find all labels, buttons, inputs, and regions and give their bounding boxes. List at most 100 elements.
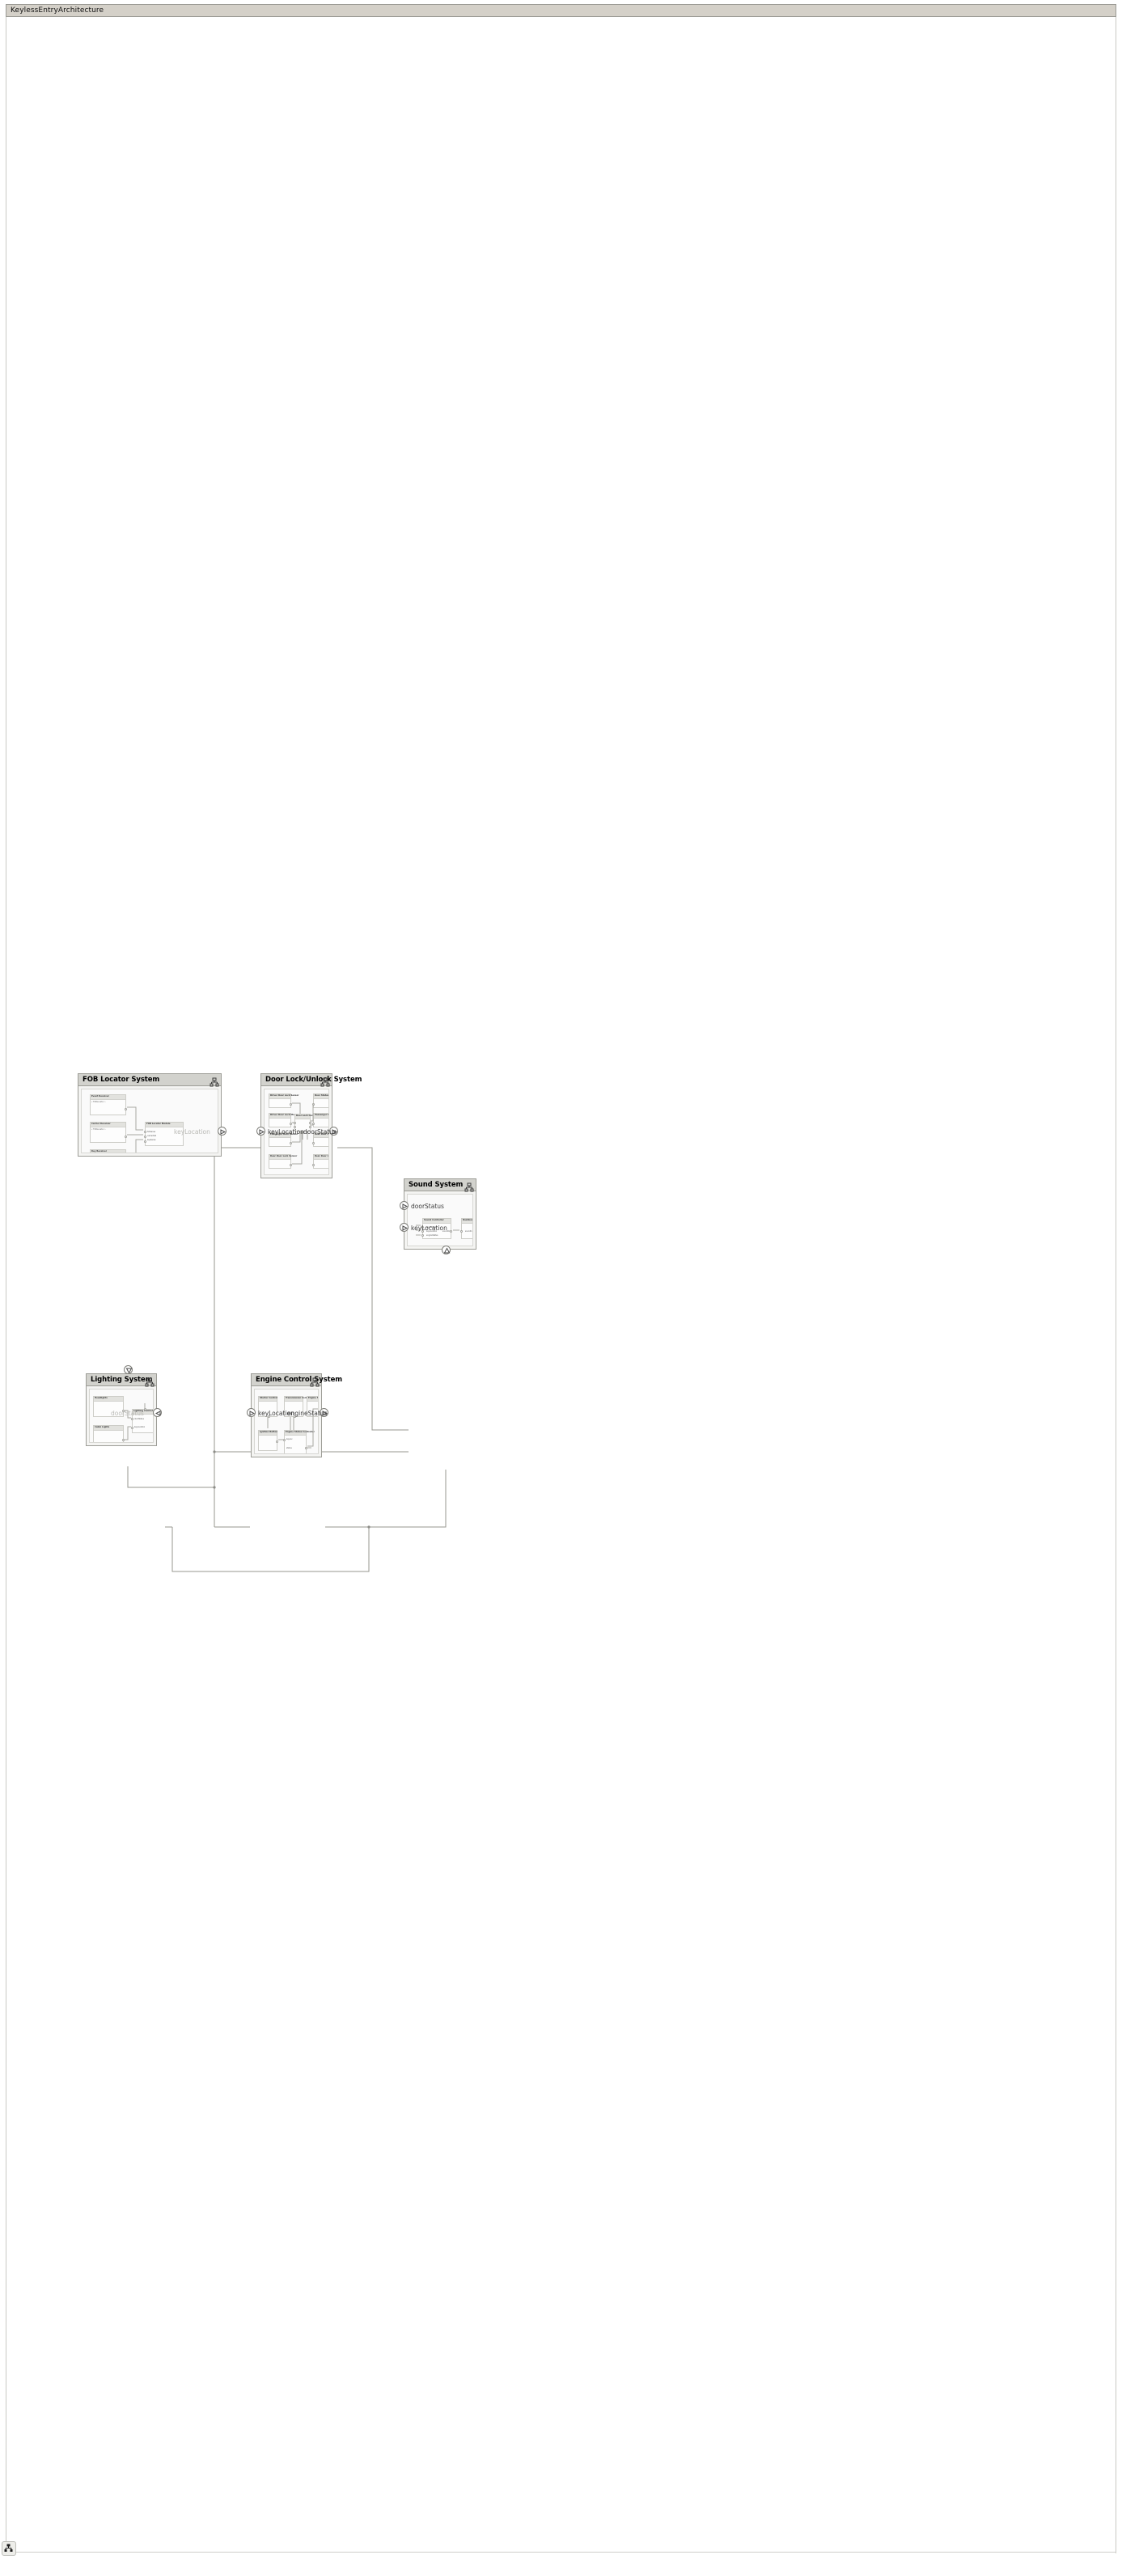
part-title: Sound Controller bbox=[424, 1219, 444, 1221]
part-port-label: keySense bbox=[147, 1139, 156, 1141]
block-title: FOB Locator System bbox=[83, 1076, 160, 1084]
port-lighting-doorstatus[interactable] bbox=[153, 1408, 162, 1417]
inner-connectors bbox=[292, 1102, 314, 1165]
part-port[interactable] bbox=[290, 1142, 292, 1144]
part-box[interactable]: Passenger Door Motor bbox=[312, 1113, 328, 1127]
block-title: Lighting System bbox=[91, 1376, 153, 1384]
part-port[interactable] bbox=[309, 1122, 311, 1124]
part-port-label: status bbox=[286, 1447, 292, 1449]
part-port[interactable] bbox=[290, 1123, 292, 1125]
part-box[interactable]: Door Lock Controller bbox=[294, 1114, 320, 1131]
part-box[interactable]: FOB Locator Module fobSense carrierDet k… bbox=[144, 1122, 184, 1146]
part-port[interactable] bbox=[421, 1234, 424, 1237]
part-port[interactable] bbox=[144, 1131, 146, 1133]
diagram-canvas[interactable]: FOB Locator System Event Receiver « FOBL… bbox=[6, 17, 1116, 2553]
part-port[interactable] bbox=[122, 1439, 125, 1441]
port-sound-enginestatus[interactable] bbox=[442, 1246, 451, 1254]
port-fob-keylocation[interactable] bbox=[218, 1127, 227, 1136]
part-port[interactable] bbox=[122, 1410, 125, 1412]
part-box[interactable]: Passenger Door Sensor bbox=[269, 1132, 298, 1147]
part-box[interactable]: Rear Door Unlock Motor bbox=[312, 1154, 328, 1169]
part-title: Key Receiver bbox=[91, 1150, 107, 1153]
window-title: KeylessEntryArchitecture bbox=[11, 6, 104, 15]
part-port[interactable] bbox=[290, 1164, 292, 1166]
part-box[interactable]: Lighting Controller doorStatus keyLocati… bbox=[131, 1408, 154, 1433]
part-title: Lighting Controller bbox=[133, 1410, 154, 1412]
part-port[interactable] bbox=[312, 1164, 315, 1166]
part-box[interactable]: Key Receiver « FOBLocator » bbox=[90, 1149, 126, 1153]
port-door-doorstatus[interactable] bbox=[329, 1127, 338, 1136]
part-port[interactable] bbox=[309, 1126, 311, 1128]
part-title: FOB Locator Module bbox=[146, 1123, 171, 1125]
part-box[interactable]: Headlights bbox=[93, 1396, 125, 1417]
block-body: Driver Door Lock Sensor Driver Door Lock… bbox=[264, 1089, 329, 1175]
part-box[interactable]: Cabin Lights bbox=[93, 1425, 125, 1442]
part-box[interactable]: Driver Door Lock Sensor bbox=[269, 1093, 299, 1108]
port-lighting-keylocation[interactable] bbox=[124, 1365, 133, 1374]
system-block-door-lock-unlock[interactable]: Door Lock/Unlock System Driver Door Lock… bbox=[256, 1073, 362, 1178]
part-port[interactable] bbox=[312, 1123, 315, 1125]
part-port[interactable] bbox=[125, 1108, 127, 1110]
inner-connectors bbox=[125, 1403, 146, 1440]
part-port[interactable] bbox=[290, 1103, 292, 1106]
port-engine-keylocation[interactable] bbox=[247, 1408, 256, 1417]
inner-connectors bbox=[416, 1225, 459, 1236]
part-box[interactable]: Carrier Receiver « FOBLocator » bbox=[90, 1122, 127, 1143]
part-box[interactable]: Rear Door Lock Motor bbox=[312, 1132, 328, 1147]
part-port[interactable] bbox=[450, 1230, 452, 1233]
part-port[interactable] bbox=[131, 1418, 133, 1420]
window-titlebar: KeylessEntryArchitecture bbox=[6, 4, 1116, 17]
part-port[interactable] bbox=[268, 1415, 270, 1418]
system-block-lighting[interactable]: Lighting System Headlights Cabin Lig bbox=[86, 1365, 162, 1446]
part-port[interactable] bbox=[421, 1230, 424, 1233]
port-engine-enginestatus[interactable] bbox=[320, 1408, 328, 1417]
part-port[interactable] bbox=[131, 1427, 133, 1429]
part-port[interactable] bbox=[312, 1142, 315, 1144]
part-box[interactable]: Engine Status Controller keyLoc status bbox=[283, 1430, 315, 1453]
port-door-keylocation[interactable] bbox=[256, 1127, 265, 1136]
part-box[interactable]: Ignition Button bbox=[258, 1430, 278, 1451]
part-port[interactable] bbox=[460, 1230, 463, 1233]
part-title: Passenger Door Motor bbox=[315, 1114, 328, 1116]
part-port-label: fobSense bbox=[147, 1131, 156, 1133]
part-box[interactable]: Event Receiver « FOBLocator » bbox=[90, 1094, 127, 1115]
port-label-door-doorstatus: doorStatus bbox=[303, 1128, 337, 1136]
block-title: Door Lock/Unlock System bbox=[265, 1076, 362, 1084]
part-port[interactable] bbox=[144, 1136, 146, 1138]
part-port[interactable] bbox=[125, 1136, 127, 1138]
part-port[interactable] bbox=[276, 1440, 278, 1443]
hierarchy-icon[interactable] bbox=[2, 2541, 16, 2556]
part-stereotype: « FOBLocator » bbox=[91, 1128, 106, 1131]
hierarchy-icon bbox=[320, 1075, 330, 1090]
part-box[interactable]: Rear Door Lock Sensor bbox=[269, 1154, 297, 1169]
part-port[interactable] bbox=[294, 1415, 296, 1418]
part-title: Transmission Control bbox=[286, 1397, 311, 1399]
part-title: Starter Control bbox=[260, 1397, 278, 1399]
part-box[interactable]: Dashboard Speaker soundIn bbox=[460, 1218, 472, 1239]
port-sound-keylocation[interactable] bbox=[400, 1223, 409, 1232]
part-port[interactable] bbox=[283, 1439, 286, 1441]
part-port-label: keyLocation bbox=[426, 1230, 438, 1233]
part-box[interactable]: Engine Sensor bbox=[307, 1396, 318, 1417]
part-port[interactable] bbox=[144, 1140, 146, 1143]
part-box[interactable]: Starter Control bbox=[258, 1396, 278, 1418]
part-port-label: soundIn bbox=[465, 1230, 472, 1233]
part-port[interactable] bbox=[294, 1126, 296, 1128]
port-label-engine-enginestatus: engineStatus bbox=[287, 1410, 328, 1417]
hierarchy-icon bbox=[464, 1180, 474, 1195]
part-port-label: keyLocation bbox=[134, 1426, 146, 1428]
part-box[interactable]: Transmission Control bbox=[284, 1396, 311, 1418]
part-box[interactable]: Door Status Controller bbox=[312, 1093, 328, 1108]
part-box[interactable]: Sound Controller doorStatus keyLocation … bbox=[421, 1218, 452, 1239]
part-title: Headlights bbox=[95, 1397, 108, 1399]
block-header: FOB Locator System bbox=[78, 1074, 221, 1087]
system-block-sound[interactable]: Sound System Sound Controller doorStatus… bbox=[400, 1178, 476, 1254]
port-sound-doorstatus[interactable] bbox=[400, 1201, 409, 1210]
status-bar bbox=[6, 2552, 1116, 2553]
part-port[interactable] bbox=[305, 1447, 307, 1449]
system-block-engine-control[interactable]: Engine Control System Starter Control bbox=[247, 1373, 342, 1457]
part-box[interactable]: Driver Door Lock Motor bbox=[269, 1113, 298, 1127]
part-port[interactable] bbox=[421, 1226, 424, 1229]
system-block-fob-locator[interactable]: FOB Locator System Event Receiver « FOBL… bbox=[78, 1073, 227, 1157]
part-title: Engine Status Controller bbox=[286, 1431, 315, 1433]
